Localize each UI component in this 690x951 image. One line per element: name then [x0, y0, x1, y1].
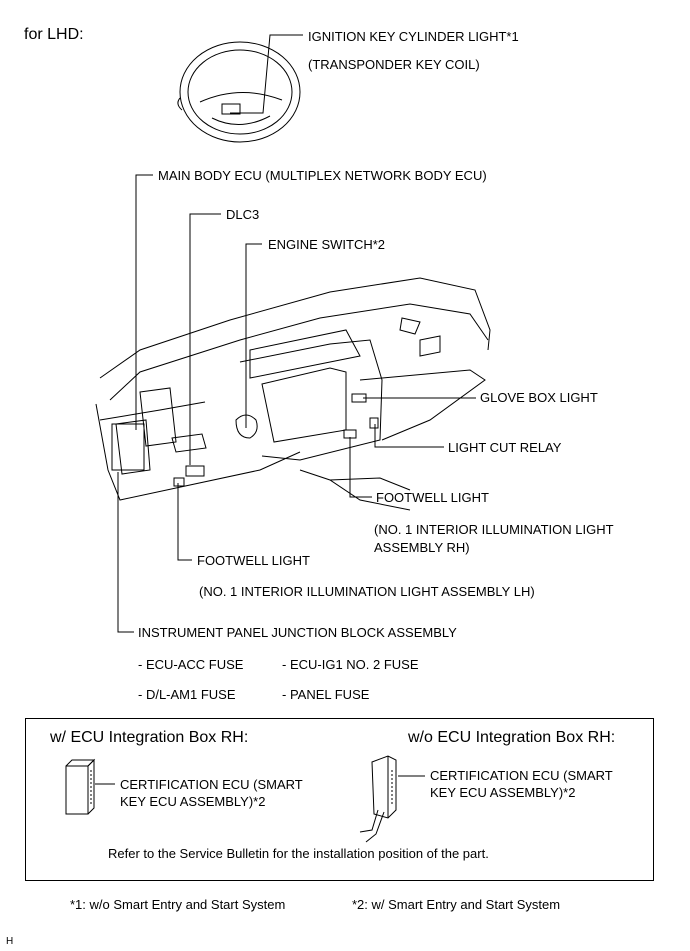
box-note: Refer to the Service Bulletin for the in…	[108, 846, 489, 861]
label-footwell-lh-note: (NO. 1 INTERIOR ILLUMINATION LIGHT ASSEM…	[199, 584, 535, 599]
box-title-with: w/ ECU Integration Box RH:	[50, 729, 249, 746]
component-parts	[111, 393, 379, 487]
label-cert-ecu-left-2: KEY ECU ASSEMBLY)*2	[120, 794, 266, 809]
label-footwell-rh-note-1: (NO. 1 INTERIOR ILLUMINATION LIGHT	[374, 522, 614, 537]
label-transponder: (TRANSPONDER KEY COIL)	[308, 57, 480, 72]
label-footwell-light-rh: FOOTWELL LIGHT	[376, 490, 489, 505]
label-engine-switch: ENGINE SWITCH*2	[268, 237, 386, 252]
cert-ecu-icon-left	[65, 758, 96, 815]
ecu-integration-box	[25, 718, 654, 881]
fuse-item: - D/L-AM1 FUSE	[138, 687, 236, 702]
steering-wheel-illustration	[177, 41, 301, 143]
label-footwell-light-lh: FOOTWELL LIGHT	[197, 553, 310, 568]
label-light-cut-relay: LIGHT CUT RELAY	[448, 440, 562, 455]
box-title-without: w/o ECU Integration Box RH:	[408, 729, 616, 746]
label-footwell-rh-note-2: ASSEMBLY RH)	[374, 540, 470, 555]
label-main-body-ecu: MAIN BODY ECU (MULTIPLEX NETWORK BODY EC…	[158, 168, 487, 183]
label-cert-ecu-right-1: CERTIFICATION ECU (SMART	[430, 768, 613, 783]
footnote-2: *2: w/ Smart Entry and Start System	[352, 897, 561, 912]
label-junction-block: INSTRUMENT PANEL JUNCTION BLOCK ASSEMBLY	[138, 625, 457, 640]
label-ignition-key-light: IGNITION KEY CYLINDER LIGHT*1	[308, 29, 519, 44]
footnote-1: *1: w/o Smart Entry and Start System	[70, 897, 286, 912]
dashboard-illustration	[95, 277, 491, 511]
fuse-item: - ECU-ACC FUSE	[138, 657, 244, 672]
cert-ecu-icon-right	[359, 755, 397, 843]
fuse-item: - PANEL FUSE	[282, 687, 370, 702]
label-cert-ecu-right-2: KEY ECU ASSEMBLY)*2	[430, 785, 576, 800]
label-cert-ecu-left-1: CERTIFICATION ECU (SMART	[120, 777, 303, 792]
region-label: for LHD:	[24, 26, 84, 43]
corner-mark: H	[6, 936, 14, 947]
label-dlc3: DLC3	[226, 207, 260, 222]
fuse-item: - ECU-IG1 NO. 2 FUSE	[282, 657, 419, 672]
label-glove-box-light: GLOVE BOX LIGHT	[480, 390, 598, 405]
leader-lines	[117, 34, 476, 633]
